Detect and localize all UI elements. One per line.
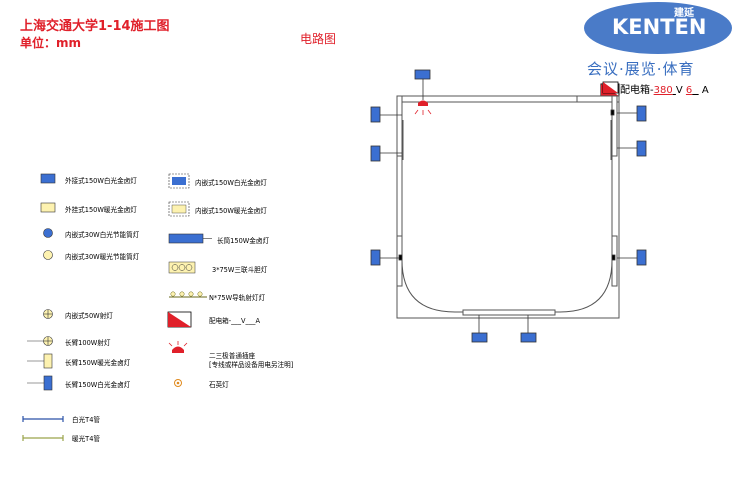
legend-right-6-note: [专线或样品设备用电另注明] bbox=[209, 361, 294, 369]
warm-tube-icon bbox=[22, 435, 64, 441]
lamp-right-3 bbox=[636, 249, 647, 266]
diagram-title: 电路图 bbox=[300, 32, 337, 46]
blue-circle-icon bbox=[43, 228, 53, 238]
legend-left-6: 长臂150W暖光金卤灯 bbox=[65, 359, 131, 367]
long-arm-yellow-icon bbox=[27, 353, 53, 369]
legend-right-5: 配电箱-___V___A bbox=[209, 317, 260, 325]
yellow-circle-icon bbox=[43, 250, 53, 260]
quartz-lamp-icon bbox=[174, 379, 182, 387]
legend-right-6: 二三极普通插座 bbox=[209, 352, 256, 360]
yellow-rect-dashed-icon bbox=[168, 201, 190, 217]
logo-brand-cn: 建延 bbox=[674, 8, 694, 19]
socket-marker bbox=[414, 100, 432, 115]
panel-box-icon bbox=[600, 83, 620, 97]
legend-right-0: 内嵌式150W白光金卤灯 bbox=[195, 179, 267, 187]
kenten-logo: 建延 KENTEN bbox=[582, 1, 733, 57]
legend-right-3: 3*75W三联斗胆灯 bbox=[212, 266, 268, 274]
legend-right-4: N*75W导轨射灯灯 bbox=[209, 294, 266, 302]
panel-prefix: 配电箱- bbox=[620, 85, 654, 96]
legend-left-2: 内嵌式30W白光节能筒灯 bbox=[65, 231, 140, 239]
panel-v-unit: V bbox=[675, 85, 683, 96]
lamp-top bbox=[414, 69, 431, 80]
long-arm-blue-icon bbox=[27, 375, 53, 391]
panel-voltage: 380 bbox=[653, 85, 673, 96]
panel-box-label: 配电箱-380 V 6 A bbox=[600, 81, 709, 97]
lamp-right-1 bbox=[636, 105, 647, 122]
legend-right-1: 内嵌式150W暖光金卤灯 bbox=[195, 207, 267, 215]
legend-left-3: 内嵌式30W暖光节能筒灯 bbox=[65, 253, 140, 261]
lamp-bottom-1 bbox=[471, 332, 488, 343]
panel-a-unit: A bbox=[701, 85, 709, 96]
logo-brand: KENTEN bbox=[612, 15, 707, 39]
wall-lamps bbox=[370, 69, 647, 343]
long-arm-crosshair-icon bbox=[27, 336, 53, 346]
legend-right-7: 石英灯 bbox=[209, 381, 229, 389]
blue-rect-dashed-icon bbox=[168, 173, 190, 189]
socket-icon bbox=[168, 341, 188, 353]
lamp-right-2 bbox=[636, 140, 647, 157]
legend-left-5: 长臂100W射灯 bbox=[65, 339, 111, 347]
legend-left-0: 外接式150W白光金卤灯 bbox=[65, 177, 137, 185]
triple-lamp-icon bbox=[168, 261, 196, 274]
legend-tube-1: 暖光T4管 bbox=[72, 435, 101, 443]
logo-tagline: 会议·展览·体育 bbox=[587, 60, 695, 78]
long-bar-icon bbox=[168, 233, 212, 244]
panel-box-icon bbox=[167, 311, 192, 328]
drawing-title: 上海交通大学1-14施工图 bbox=[20, 19, 170, 34]
lamp-left-1 bbox=[370, 106, 381, 123]
legend-left-7: 长臂150W白光金卤灯 bbox=[65, 381, 131, 389]
legend-left-4: 内嵌式50W射灯 bbox=[65, 312, 113, 320]
legend-right-2: 长筒150W金卤灯 bbox=[217, 237, 270, 245]
track-light-icon bbox=[169, 291, 207, 298]
lamp-left-2 bbox=[370, 145, 381, 162]
unit-label: 单位：mm bbox=[20, 36, 82, 50]
crosshair-circle-icon bbox=[43, 309, 53, 319]
panel-current: 6 bbox=[685, 85, 693, 96]
lamp-bottom-2 bbox=[520, 332, 537, 343]
logo-ellipse-icon bbox=[584, 2, 732, 54]
blue-rect-icon bbox=[40, 173, 56, 184]
white-tube-icon bbox=[22, 416, 64, 422]
legend-tube-0: 白光T4管 bbox=[72, 416, 101, 424]
yellow-rect-icon bbox=[40, 202, 56, 213]
lamp-left-3 bbox=[370, 249, 381, 266]
booth-outline bbox=[396, 95, 620, 319]
legend-left-1: 外挂式150W暖光金卤灯 bbox=[65, 206, 137, 214]
